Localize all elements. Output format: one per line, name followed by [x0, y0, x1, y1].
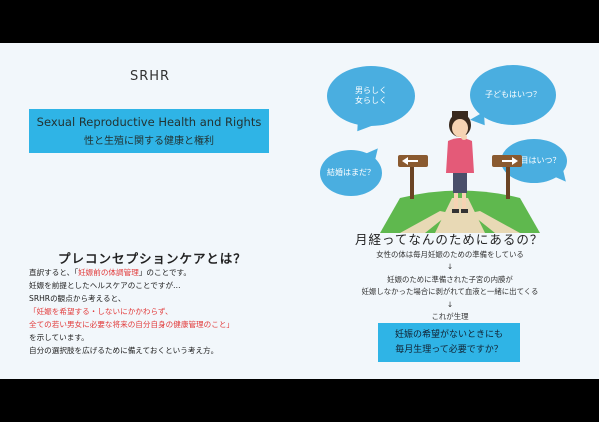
woman-crossroads-illustration: [380, 111, 540, 233]
preconception-line: を示しています。: [29, 331, 299, 344]
bubble-manly: 男らしく 女らしく: [327, 66, 415, 126]
preconception-line: 直訳すると、「妊娠前の体調管理」のことです。: [29, 266, 299, 279]
preconception-line: 妊娠を前提としたヘルスケアのことですが…: [29, 279, 299, 292]
body-text: SRHRの観点から考えると、: [29, 294, 126, 303]
bubble-marriage: 結婚はまだ？: [320, 150, 382, 196]
preconception-line: 「妊娠を希望する・しないにかかわらず、: [29, 305, 299, 318]
menstruation-line: 女性の体は毎月妊娠のための準備をしている: [376, 250, 524, 259]
question-box: 妊娠の希望がないときにも 毎月生理って必要ですか？: [378, 323, 520, 362]
question-line: 毎月生理って必要ですか？: [395, 345, 503, 355]
preconception-line: 自分の選択肢を広げるために備えておくという考え方。: [29, 344, 299, 357]
preconception-line: SRHRの観点から考えると、: [29, 292, 299, 305]
emphasis-text: 「妊娠を希望する・しないにかかわらず、: [29, 307, 173, 316]
emphasis-text: 妊娠前の体調管理: [78, 268, 139, 277]
menstruation-line: 妊娠のために準備された子宮の内膜が: [387, 274, 513, 284]
srhr-japanese: 性と生殖に関する健康と権利: [84, 136, 214, 147]
body-text: 直訳すると、「: [29, 268, 79, 277]
bubble-kids: 子どもはいつ？: [470, 65, 556, 125]
srhr-title: SRHR: [129, 69, 171, 84]
body-text: 自分の選択肢を広げるために備えておくという考え方。: [29, 346, 219, 355]
menstruation-line: これが生理: [431, 312, 469, 322]
menstruation-line: 妊娠しなかった場合に剥がれて血液と一緒に出てくる: [361, 287, 539, 297]
preconception-line: 全ての若い男女に必要な将来の自分自身の健康管理のこと」: [29, 318, 299, 331]
question-line: 妊娠の希望がないときにも: [394, 330, 503, 340]
preconception-body: 直訳すると、「妊娠前の体調管理」のことです。妊娠を前提としたヘルスケアのことです…: [29, 266, 299, 357]
srhr-box: Sexual Reproductive Health and Rights 性と…: [29, 109, 269, 153]
down-arrow: ↓: [446, 262, 454, 272]
slide: SRHR Sexual Reproductive Health and Righ…: [0, 43, 599, 379]
preconception-heading: プレコンセプションケアとは？: [58, 251, 247, 266]
srhr-english: Sexual Reproductive Health and Rights: [36, 115, 262, 129]
body-text: 」のことです。: [138, 268, 191, 277]
down-arrow: ↓: [446, 299, 454, 309]
menstruation-heading: 月経ってなんのためにあるの？: [355, 232, 544, 247]
emphasis-text: 全ての若い男女に必要な将来の自分自身の健康管理のこと」: [29, 320, 235, 329]
menstruation-body: 女性の体は毎月妊娠のための準備をしている ↓ 妊娠のために準備された子宮の内膜が…: [330, 249, 570, 323]
body-text: を示しています。: [29, 333, 89, 342]
body-text: 妊娠を前提としたヘルスケアのことですが…: [29, 281, 181, 290]
